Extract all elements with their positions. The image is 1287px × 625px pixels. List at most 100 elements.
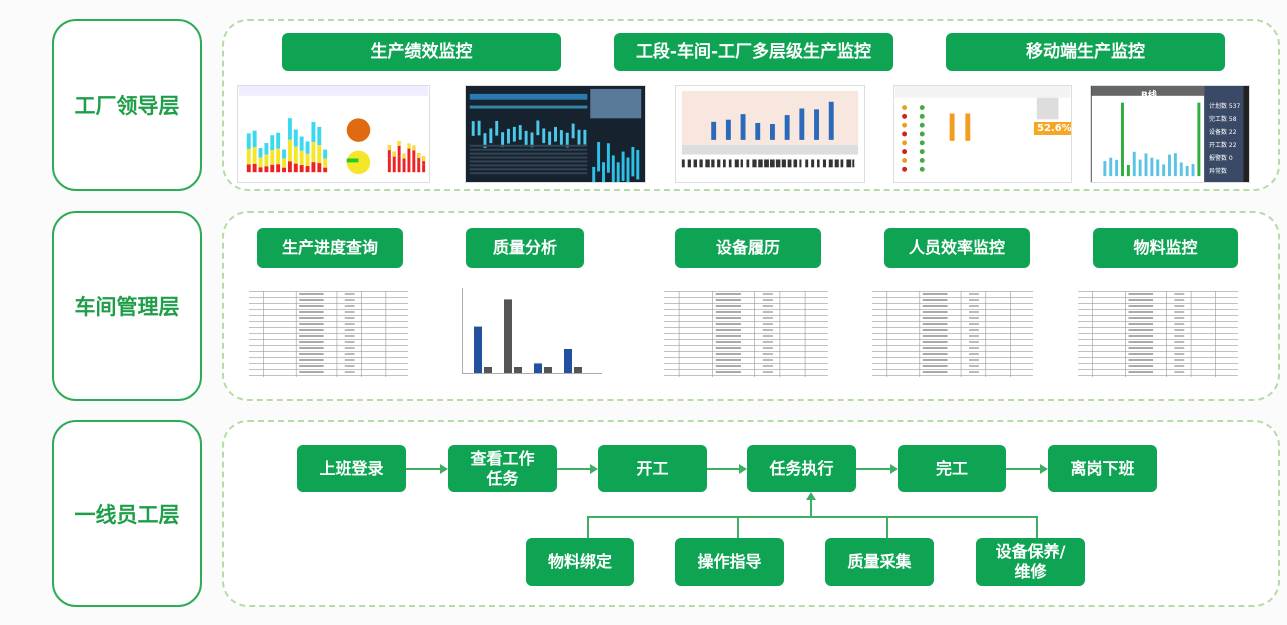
thumb-mark bbox=[922, 347, 948, 349]
thumb-mark bbox=[715, 293, 741, 295]
thumb-mark bbox=[402, 162, 406, 173]
thumb-mark bbox=[740, 114, 746, 140]
thumb-mark bbox=[344, 335, 355, 337]
thumb-mark bbox=[1128, 359, 1154, 361]
thumb-mark bbox=[514, 367, 522, 373]
thumb-mark bbox=[616, 162, 620, 182]
thumb-mark bbox=[715, 347, 741, 349]
thumb-mark bbox=[1091, 86, 1205, 96]
thumb-mark bbox=[922, 305, 948, 307]
thumb-mark bbox=[762, 305, 773, 307]
thumb-mark bbox=[764, 159, 769, 168]
thumb-mark bbox=[590, 88, 642, 119]
thumb-mark bbox=[287, 118, 292, 140]
thumb-mark bbox=[894, 86, 1071, 98]
thumbnail-multilevel-chart bbox=[675, 85, 865, 183]
thumb-mark bbox=[902, 131, 908, 137]
thumb-mark bbox=[711, 121, 717, 140]
thumb-mark bbox=[258, 167, 263, 173]
thumb-mark bbox=[469, 172, 588, 175]
thumb-mark bbox=[392, 151, 396, 157]
thumb-mark bbox=[817, 159, 820, 168]
connector bbox=[856, 468, 890, 470]
thumb-mark bbox=[762, 371, 773, 373]
thumb-mark bbox=[779, 291, 781, 377]
thumb-mark bbox=[969, 323, 979, 325]
thumb-mark bbox=[246, 133, 251, 149]
thumb-mark bbox=[407, 143, 411, 149]
thumb-mark bbox=[969, 353, 979, 355]
thumb-mark bbox=[969, 347, 979, 349]
thumb-mark bbox=[762, 317, 773, 319]
thumb-mark bbox=[524, 130, 528, 146]
thumb-mark bbox=[299, 329, 324, 331]
connector bbox=[737, 516, 739, 538]
thumb-mark bbox=[1179, 162, 1183, 177]
thumb-mark bbox=[631, 146, 635, 177]
thumb-mark bbox=[717, 159, 721, 168]
thumbnail-progress-table bbox=[247, 283, 410, 385]
thumb-mark bbox=[1078, 369, 1238, 370]
thumb-mark bbox=[299, 365, 324, 367]
thumb-mark bbox=[705, 159, 710, 168]
thumb-mark bbox=[1174, 359, 1185, 361]
step-start-work: 开工 bbox=[598, 445, 707, 492]
thumb-mark bbox=[317, 163, 322, 173]
layer-label-workshop-management: 车间管理层 bbox=[52, 211, 202, 401]
thumb-mark bbox=[299, 341, 324, 343]
thumb-mark bbox=[770, 159, 775, 168]
thumb-mark bbox=[474, 326, 482, 373]
thumb-mark bbox=[969, 305, 979, 307]
thumb-mark bbox=[293, 146, 298, 164]
thumb-mark bbox=[1128, 365, 1154, 367]
thumbnail-station-efficiency: 52.6% bbox=[893, 85, 1072, 183]
thumb-mark bbox=[872, 315, 1033, 316]
thumb-mark bbox=[811, 159, 815, 168]
thumb-mark bbox=[317, 144, 322, 164]
thumb-mark bbox=[1174, 353, 1185, 355]
thumb-mark bbox=[712, 291, 713, 377]
thumb-mark bbox=[469, 144, 588, 147]
thumb-mark bbox=[1078, 375, 1238, 376]
thumb-mark bbox=[417, 153, 421, 159]
thumb-mark bbox=[392, 161, 396, 173]
thumb-mark bbox=[752, 159, 757, 168]
thumb-mark bbox=[762, 353, 773, 355]
thumb-mark bbox=[542, 128, 546, 144]
thumb-mark bbox=[246, 164, 251, 173]
thumb-mark bbox=[664, 309, 828, 310]
thumb-mark bbox=[1109, 157, 1113, 177]
thumb-mark bbox=[344, 371, 355, 373]
thumb-mark bbox=[770, 124, 775, 140]
thumb-mark bbox=[249, 333, 408, 334]
thumb-mark bbox=[299, 311, 324, 313]
thumb-mark bbox=[664, 369, 828, 370]
thumb-mark bbox=[969, 311, 979, 313]
thumb-mark bbox=[1144, 153, 1148, 177]
thumb-mark bbox=[969, 341, 979, 343]
thumb-mark bbox=[626, 157, 630, 182]
thumb-mark bbox=[1128, 305, 1154, 307]
thumb-mark bbox=[1128, 371, 1154, 373]
thumb-mark bbox=[407, 157, 411, 173]
thumb-mark bbox=[287, 139, 292, 162]
module-mobile-monitoring: 移动端生产监控 bbox=[946, 33, 1225, 71]
thumb-mark bbox=[762, 329, 773, 331]
thumb-mark bbox=[664, 339, 828, 340]
thumb-mark bbox=[902, 158, 908, 163]
thumb-mark bbox=[1078, 351, 1238, 352]
thumb-mark bbox=[762, 299, 773, 301]
thumb-mark bbox=[249, 369, 408, 370]
arrow-icon bbox=[590, 464, 598, 474]
thumb-mark bbox=[264, 154, 269, 167]
thumb-mark bbox=[985, 291, 987, 377]
thumb-mark bbox=[565, 132, 569, 148]
thumb-mark bbox=[344, 365, 355, 367]
thumb-mark bbox=[270, 135, 275, 151]
thumb-mark bbox=[299, 150, 304, 166]
thumb-mark bbox=[919, 158, 925, 163]
thumb-mark bbox=[922, 365, 948, 367]
thumb-mark bbox=[1174, 371, 1185, 373]
thumb-mark bbox=[872, 297, 1033, 298]
thumb-mark bbox=[469, 160, 588, 163]
